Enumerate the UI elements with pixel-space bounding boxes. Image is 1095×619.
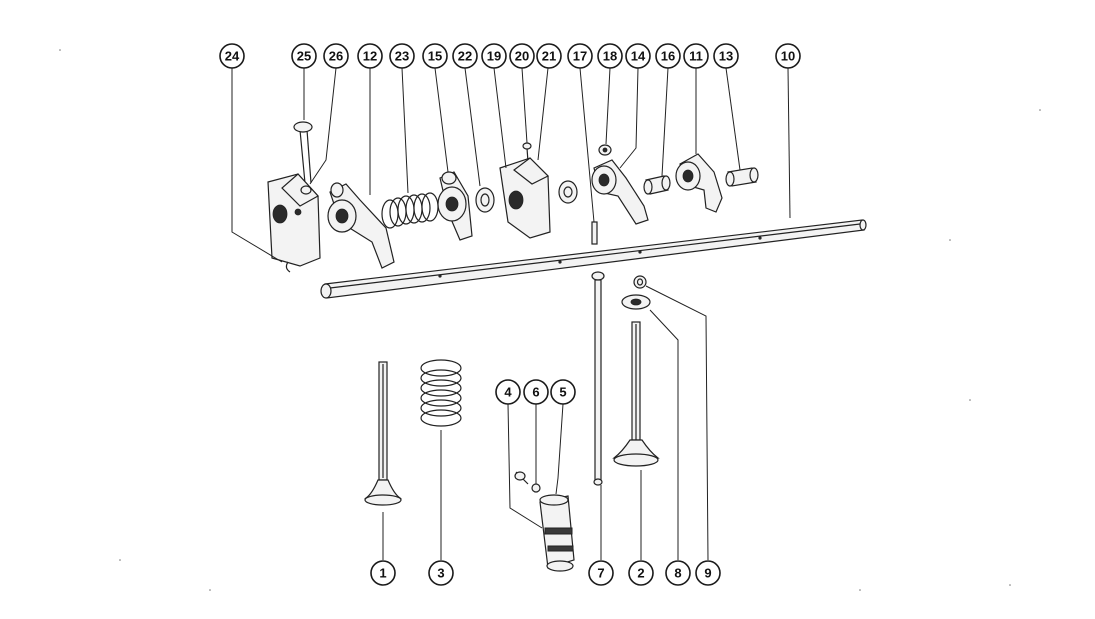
rocker-arm-12: [327, 182, 395, 269]
bushing-16: [643, 175, 671, 195]
callout-14: 14: [625, 43, 651, 69]
callout-22: 22: [452, 43, 478, 69]
valve-cotter-9: [633, 275, 647, 289]
nut-18: [598, 144, 612, 156]
callout-25-label: 25: [297, 49, 311, 64]
callout-21: 21: [536, 43, 562, 69]
callout-26-label: 26: [329, 49, 343, 64]
callout-13: 13: [713, 43, 739, 69]
callout-25: 25: [291, 43, 317, 69]
callout-24-label: 24: [225, 49, 240, 64]
callout-11: 11: [683, 43, 709, 69]
washer-second: [558, 180, 578, 204]
callout-3-label: 3: [437, 566, 444, 581]
callout-5: 5: [550, 379, 576, 405]
callout-21-label: 21: [542, 49, 556, 64]
callout-4: 4: [495, 379, 521, 405]
callout-9-label: 9: [704, 566, 711, 581]
callout-6-label: 6: [532, 385, 539, 400]
leader-lines: [231, 67, 791, 561]
callout-16-label: 16: [661, 49, 675, 64]
callout-17: 17: [567, 43, 593, 69]
callout-8-label: 8: [674, 566, 681, 581]
callout-15-label: 15: [428, 49, 442, 64]
callout-15: 15: [422, 43, 448, 69]
rocker-arm-15: [437, 171, 473, 241]
callout-14-label: 14: [631, 49, 646, 64]
callout-19: 19: [481, 43, 507, 69]
tappet-assembly: [514, 471, 575, 572]
callout-7: 7: [588, 560, 614, 586]
spring-cap-8: [621, 294, 651, 310]
callout-12-label: 12: [363, 49, 377, 64]
callout-16: 16: [655, 43, 681, 69]
callout-20: 20: [509, 43, 535, 69]
bushing-13: [725, 167, 759, 187]
callout-1-label: 1: [379, 566, 386, 581]
callout-11-label: 11: [689, 49, 703, 64]
callout-10-label: 10: [781, 49, 795, 64]
callout-1: 1: [370, 560, 396, 586]
callout-12: 12: [357, 43, 383, 69]
callout-2: 2: [628, 560, 654, 586]
callout-18-label: 18: [603, 49, 617, 64]
rocker-support-bracket-center: [499, 142, 551, 239]
callout-4-label: 4: [504, 385, 512, 400]
washer-22: [475, 187, 495, 213]
callout-17-label: 17: [573, 49, 587, 64]
callout-6: 6: [523, 379, 549, 405]
push-rod-7: [591, 271, 605, 486]
callout-22-label: 22: [458, 49, 472, 64]
rocker-arm-14: [591, 159, 649, 225]
rocker-arm-11: [675, 153, 723, 213]
valve-1: [364, 361, 402, 506]
callout-26: 26: [323, 43, 349, 69]
callout-2-label: 2: [637, 566, 644, 581]
callout-10: 10: [775, 43, 801, 69]
callout-23-label: 23: [395, 49, 409, 64]
rocker-shaft: [320, 219, 867, 299]
rocker-support-bracket-left: [267, 121, 321, 273]
callout-19-label: 19: [487, 49, 501, 64]
callout-23: 23: [389, 43, 415, 69]
rocker-spring-23: [381, 192, 439, 229]
callout-3: 3: [428, 560, 454, 586]
callout-5-label: 5: [559, 385, 566, 400]
callout-7-label: 7: [597, 566, 604, 581]
callout-24: 24: [219, 43, 245, 69]
valve-spring-3: [420, 359, 462, 427]
callout-13-label: 13: [719, 49, 733, 64]
valve-2: [612, 321, 660, 467]
scan-specks: [59, 49, 1041, 591]
locating-pin-17: [591, 221, 598, 245]
callout-20-label: 20: [515, 49, 529, 64]
callout-9: 9: [695, 560, 721, 586]
callout-8: 8: [665, 560, 691, 586]
callout-18: 18: [597, 43, 623, 69]
